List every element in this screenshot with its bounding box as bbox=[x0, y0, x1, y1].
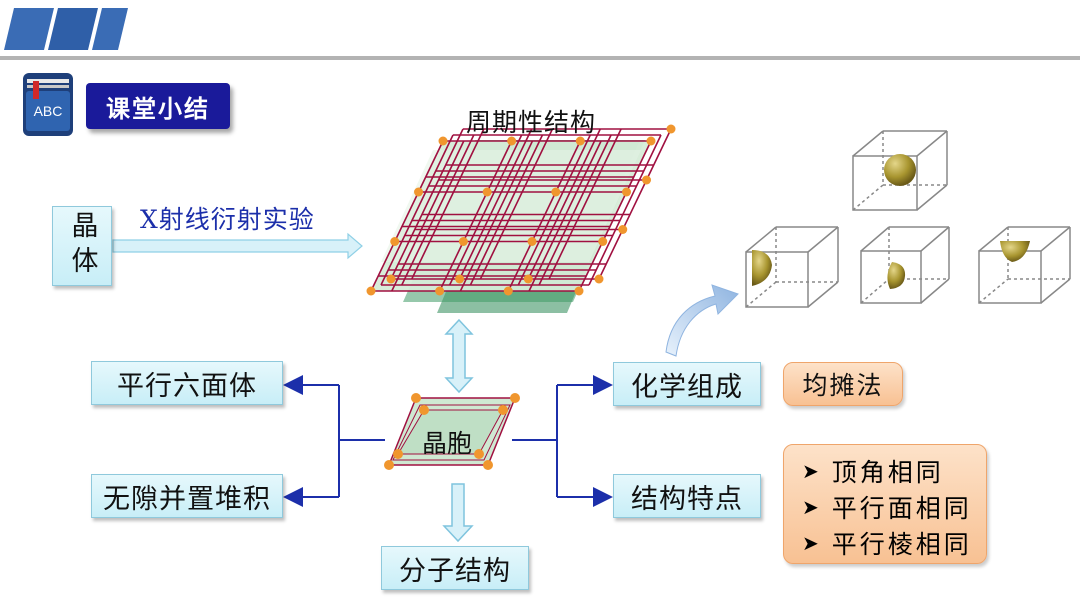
lattice-node bbox=[390, 237, 400, 246]
lattice-node bbox=[455, 274, 465, 284]
lattice-node bbox=[435, 286, 445, 296]
lattice-line bbox=[527, 128, 602, 280]
arrow-bullet-icon: ➤ bbox=[802, 531, 822, 555]
lattice-node bbox=[527, 237, 537, 246]
header-block-1 bbox=[4, 8, 54, 50]
book-icon: ABC bbox=[23, 73, 73, 136]
lattice-structure bbox=[366, 124, 676, 313]
header-decoration bbox=[0, 8, 1080, 60]
lattice-node bbox=[574, 286, 584, 296]
lattice-line bbox=[458, 128, 533, 280]
lattice-node bbox=[482, 187, 492, 197]
molecular-structure-box: 分子结构 bbox=[381, 546, 529, 590]
lattice-line bbox=[391, 140, 465, 292]
feature-item: ➤平行面相同 bbox=[802, 494, 972, 523]
lattice-line bbox=[438, 140, 513, 292]
lattice-node bbox=[551, 187, 561, 197]
lattice-line bbox=[598, 128, 672, 280]
lattice-node bbox=[503, 286, 513, 296]
curved-arrow-icon bbox=[665, 284, 739, 357]
lattice-line bbox=[411, 128, 485, 280]
lattice-line bbox=[448, 134, 523, 286]
right-connector bbox=[512, 375, 613, 507]
header-block-3 bbox=[92, 8, 128, 50]
lattice-line bbox=[588, 134, 662, 286]
lattice-line bbox=[380, 134, 454, 286]
lattice-line bbox=[528, 140, 602, 292]
lattice-node bbox=[458, 237, 468, 246]
lattice-line bbox=[578, 140, 652, 292]
lattice-node bbox=[507, 136, 517, 146]
lattice-line bbox=[459, 140, 534, 292]
cube-corner bbox=[745, 226, 839, 308]
lattice-line bbox=[390, 128, 464, 280]
header-block-2 bbox=[48, 8, 98, 50]
lattice-node bbox=[366, 286, 376, 296]
feature-item: ➤顶角相同 bbox=[802, 458, 944, 487]
cube-edge bbox=[978, 226, 1071, 304]
arrow-bullet-icon: ➤ bbox=[802, 459, 822, 483]
features-list-box: ➤顶角相同 ➤平行面相同 ➤平行棱相同 bbox=[783, 444, 987, 564]
left-connector bbox=[283, 375, 385, 507]
feature-item: ➤平行棱相同 bbox=[802, 530, 972, 559]
lattice-line bbox=[517, 134, 592, 286]
lattice-node bbox=[414, 187, 424, 197]
lattice-line bbox=[469, 134, 544, 286]
down-arrow-icon bbox=[442, 483, 474, 543]
book-icon-label: ABC bbox=[33, 103, 63, 119]
averaging-method-box: 均摊法 bbox=[783, 362, 903, 406]
composition-box: 化学组成 bbox=[613, 362, 761, 406]
xray-arrow-icon bbox=[112, 232, 363, 260]
lattice-node bbox=[438, 136, 448, 146]
lattice-node bbox=[646, 136, 656, 146]
section-title: 课堂小结 bbox=[86, 83, 230, 129]
lattice-node bbox=[598, 237, 608, 246]
stacking-box: 无隙并置堆积 bbox=[91, 474, 283, 518]
lattice-line bbox=[370, 140, 444, 292]
lattice-node bbox=[642, 175, 652, 185]
lattice-node bbox=[594, 274, 604, 284]
arrow-bullet-icon: ➤ bbox=[802, 495, 822, 519]
lattice-line bbox=[548, 128, 622, 280]
parallelepiped-box: 平行六面体 bbox=[91, 361, 283, 405]
lattice-node bbox=[523, 274, 533, 284]
lattice-line bbox=[479, 128, 554, 280]
xray-label: X射线衍射实验 bbox=[140, 205, 315, 234]
lattice-line bbox=[538, 134, 612, 286]
lattice-node bbox=[622, 187, 632, 197]
lattice-node bbox=[666, 124, 676, 134]
lattice-line bbox=[507, 140, 582, 292]
features-box: 结构特点 bbox=[613, 474, 761, 518]
periodic-structure-label: 周期性结构 bbox=[466, 108, 597, 137]
lattice-node bbox=[575, 136, 585, 146]
cube-face bbox=[860, 226, 950, 304]
lattice-node bbox=[618, 225, 628, 234]
cube-body-center bbox=[852, 130, 948, 211]
lattice-node bbox=[386, 274, 396, 284]
crystal-box: 晶体 bbox=[52, 206, 112, 286]
unit-cell-label: 晶胞 bbox=[421, 429, 472, 458]
unit-cell-shape bbox=[384, 393, 520, 470]
lattice-line bbox=[401, 134, 475, 286]
header-divider bbox=[0, 56, 1080, 60]
double-arrow-icon bbox=[444, 318, 474, 394]
